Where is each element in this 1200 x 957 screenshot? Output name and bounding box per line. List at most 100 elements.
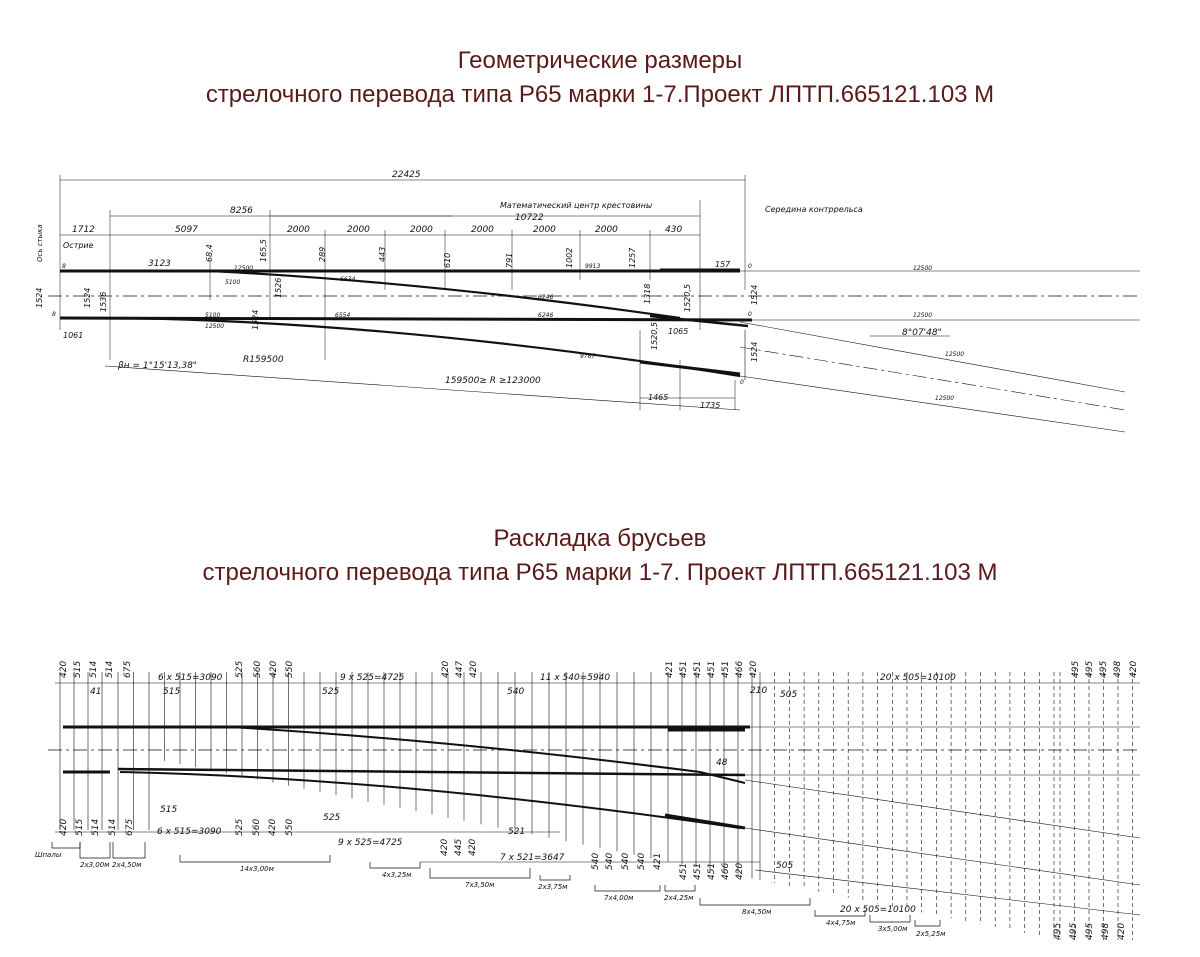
s-label-420-d: 420 [469,661,479,678]
label-contr-mid: Середина контррельса [765,205,863,214]
check-rail-bottom [639,360,741,376]
s-label-6x515-a: 6 x 515=3090 [158,673,223,683]
s-label-540-e: 540 [637,853,647,870]
s-group-11: 3x5,00м [878,925,908,933]
label-1465: 1465 [648,393,668,402]
label-1520-5-b: 1520,5 [650,322,659,350]
label-2000-b: 2000 [347,225,370,235]
s-label-451-e: 451 [679,863,689,880]
s-label-521: 521 [508,827,525,837]
label-430: 430 [665,225,682,235]
label-1065: 1065 [668,327,688,336]
label-tip: Острие [63,241,94,250]
label-6634: 6634 [340,276,355,283]
s-label-451-b: 451 [693,661,703,678]
s-label-7x521: 7 x 521=3647 [500,853,565,863]
diverging-ext-2 [739,375,1126,433]
s-label-525-b: 525 [322,687,339,697]
s-label-20x505-b: 20 x 505=10100 [840,905,916,915]
label-1257: 1257 [628,247,637,268]
label-6246-b: 6246 [538,312,553,319]
s-label-420-c: 420 [441,661,451,678]
diverging-ext-1 [739,321,1126,393]
s-label-9x525-b: 9 x 525=4725 [338,838,403,848]
s-label-466-b: 466 [721,863,731,880]
sleeper-check-bottom [664,813,746,830]
label-9787: 9787 [580,353,595,360]
s-group-3: 14x3,00м [240,865,275,873]
label-68-4: 68,4 [205,244,214,262]
label-1002: 1002 [565,248,574,268]
label-beta: βн = 1°15'13,38" [117,361,197,371]
label-12500-f: 12500 [935,395,954,402]
s-group-12: 2x5,25м [916,930,946,938]
s-group-4: 4x3,25м [382,871,412,879]
geometry-extension-lines [59,175,746,410]
s-label-466-a: 466 [735,661,745,678]
s-label-540-b: 540 [591,853,601,870]
diverging-axis [739,346,1126,411]
label-math-center: Математический центр крестовины [500,201,652,210]
label-1526: 1526 [274,278,283,298]
s-label-495-d: 495 [1053,923,1063,940]
s-label-420-j: 420 [468,839,478,856]
sleepers-drawing [48,672,1141,940]
label-1524-e: 1524 [750,342,759,362]
sleeper-group-brackets [51,842,941,927]
s-label-11x540: 11 x 540=5940 [540,673,610,683]
s-label-514-a: 514 [89,661,99,678]
sleeper-dim-bottom-c [754,869,1141,916]
s-label-420-e: 420 [749,661,759,678]
s-group-1: 2x3,00м [80,861,110,869]
s-group-shpaly: Шпалы [35,851,62,859]
s-label-514-c: 514 [91,819,101,836]
label-1524-c: 1524 [251,310,260,330]
label-angle: 8°07'48" [902,328,942,338]
label-eight-b: 8 [52,311,56,318]
label-8256: 8256 [230,206,253,216]
label-791: 791 [505,253,514,268]
label-1735: 1735 [700,401,720,410]
label-zero-c: 0 [740,379,744,386]
s-group-10: 4x4,75м [826,919,856,927]
label-axis-joint: Ось стыка [36,224,44,262]
s-label-560-b: 560 [252,819,262,836]
label-12500-b: 12500 [205,323,224,330]
s-label-505-a: 505 [780,690,797,700]
s-label-505-b: 505 [776,861,793,871]
s-label-498-a: 498 [1113,661,1123,678]
s-group-7: 7x4,00м [604,894,634,902]
geometry-drawing [48,175,1140,433]
s-label-675-b: 675 [125,819,135,836]
label-eight-a: 8 [62,263,66,270]
s-label-451-d: 451 [721,661,731,678]
label-2000-f: 2000 [595,225,618,235]
geometry-title-line1: Геометрические размеры [457,47,743,74]
s-label-420-f: 420 [1129,661,1139,678]
label-443: 443 [378,247,387,262]
s-label-420-i: 420 [440,839,450,856]
s-label-420-l: 420 [1117,923,1127,940]
s-label-515-a: 515 [73,661,83,678]
label-zero-a: 0 [748,263,752,270]
s-label-514-b: 514 [105,661,115,678]
label-total: 22425 [392,170,421,180]
label-2000-a: 2000 [287,225,310,235]
label-12500-c: 12500 [913,265,932,272]
label-1536: 1536 [99,292,108,312]
s-label-540-d: 540 [621,853,631,870]
s-label-498-b: 498 [1101,923,1111,940]
s-label-560-a: 560 [253,661,263,678]
label-1524-b: 1524 [83,288,92,308]
s-label-421-b: 421 [653,853,663,870]
label-2000-e: 2000 [533,225,556,235]
geometry-labels: 22425 8256 10722 Математический центр кр… [35,170,964,410]
label-1524-a: 1524 [35,288,44,308]
s-label-495-f: 495 [1085,923,1095,940]
s-label-525-c: 525 [235,819,245,836]
label-12500-e: 12500 [945,351,964,358]
label-1712: 1712 [72,225,95,235]
geometry-title: Геометрические размеры стрелочного перев… [0,44,1200,112]
label-165-5: 165,5 [259,239,268,262]
dim-radius-line [104,365,741,411]
